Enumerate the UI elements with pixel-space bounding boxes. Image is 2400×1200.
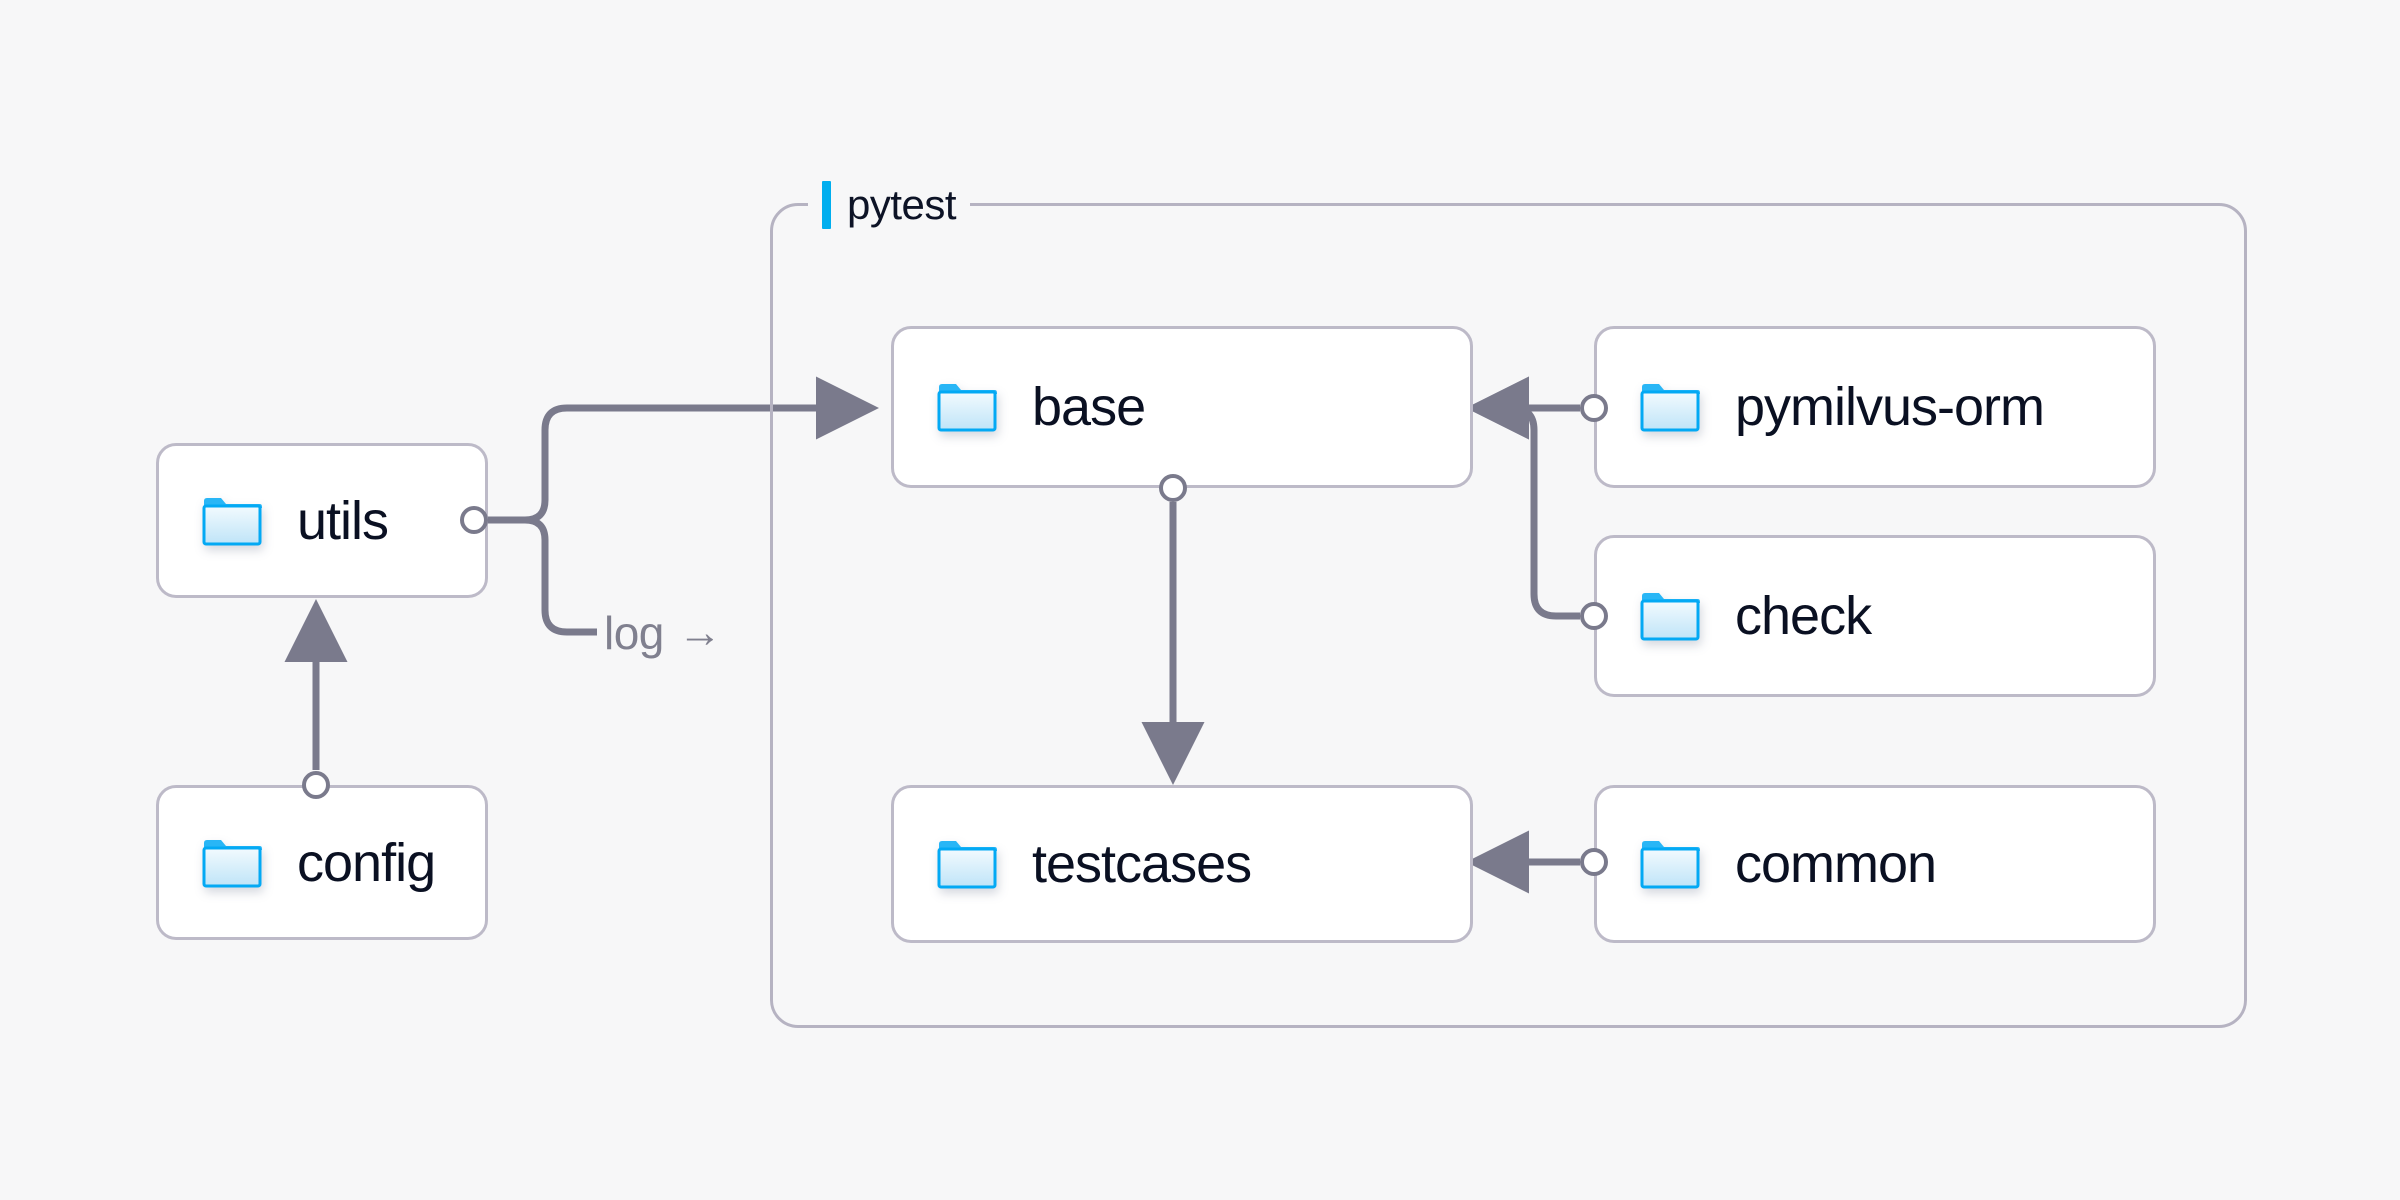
node-common[interactable]: common <box>1594 785 2156 943</box>
node-testcases[interactable]: testcases <box>891 785 1473 943</box>
port-check-left[interactable] <box>1580 602 1608 630</box>
folder-icon <box>1639 381 1701 433</box>
folder-icon <box>201 495 263 547</box>
port-utils-right[interactable] <box>460 506 488 534</box>
node-base[interactable]: base <box>891 326 1473 488</box>
group-title-label: pytest <box>847 181 957 228</box>
folder-icon <box>936 838 998 890</box>
node-label: common <box>1735 834 1937 894</box>
port-config-top[interactable] <box>302 771 330 799</box>
port-base-bottom[interactable] <box>1159 474 1187 502</box>
arrow-right-icon: → <box>677 608 722 657</box>
folder-icon <box>1639 838 1701 890</box>
node-label: pymilvus-orm <box>1735 377 2045 437</box>
node-utils[interactable]: utils <box>156 443 488 598</box>
node-label: utils <box>297 490 389 551</box>
node-config[interactable]: config <box>156 785 488 940</box>
node-pymilvus-orm[interactable]: pymilvus-orm <box>1594 326 2156 488</box>
node-label: check <box>1735 586 1872 646</box>
folder-icon <box>1639 590 1701 642</box>
group-pytest <box>770 203 2247 1028</box>
node-label: testcases <box>1032 834 1252 894</box>
port-common-left[interactable] <box>1580 848 1608 876</box>
port-pymilvus-orm-left[interactable] <box>1580 394 1608 422</box>
wire-utils-to-log <box>524 516 597 636</box>
group-pytest-title: pytest <box>808 175 971 235</box>
edge-label-log: log → <box>604 606 722 660</box>
node-label: base <box>1032 377 1146 437</box>
edge-label-log-text: log <box>604 607 664 659</box>
folder-icon <box>936 381 998 433</box>
folder-icon <box>201 837 263 889</box>
group-accent-bar <box>822 181 831 229</box>
node-label: config <box>297 832 436 893</box>
node-check[interactable]: check <box>1594 535 2156 697</box>
